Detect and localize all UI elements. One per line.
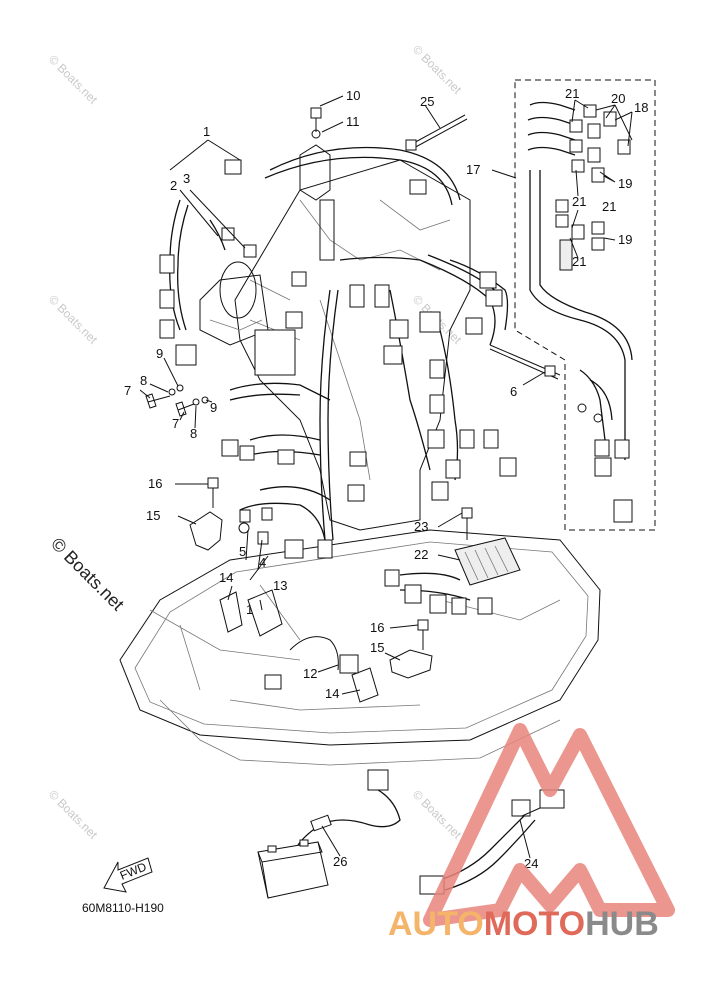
callout-15: 15 — [146, 508, 160, 523]
callout-21: 21 — [572, 194, 586, 209]
callout-25: 25 — [420, 94, 434, 109]
callout-18: 18 — [634, 100, 648, 115]
callout-21: 21 — [602, 199, 616, 214]
callout-7: 7 — [172, 416, 179, 431]
callout-9: 9 — [156, 346, 163, 361]
callout-23: 23 — [414, 519, 428, 534]
harness-connectors — [159, 159, 517, 559]
callout-13: 13 — [273, 578, 287, 593]
callout-16: 16 — [370, 620, 384, 635]
callout-1: 1 — [246, 602, 253, 617]
callout-22: 22 — [414, 547, 428, 562]
cable-ties — [405, 114, 561, 380]
small-parts — [189, 511, 433, 703]
callout-19: 19 — [618, 232, 632, 247]
callout-14: 14 — [219, 570, 233, 585]
fwd-arrow-icon: FWD — [103, 857, 153, 893]
bottom-cowling — [119, 529, 601, 766]
callout-21: 21 — [565, 86, 579, 101]
logo-text-auto: AUTO — [388, 905, 484, 943]
logo-mark-icon — [423, 723, 675, 927]
callout-16: 16 — [148, 476, 162, 491]
engine-block — [199, 159, 471, 531]
watermark: © Boats.net — [46, 787, 101, 842]
automotohub-logo: AUTOMOTOHUB — [388, 723, 675, 943]
watermark-large: © Boats.net — [47, 534, 128, 615]
callout-15: 15 — [370, 640, 384, 655]
callout-24: 24 — [524, 856, 538, 871]
watermarks: © Boats.net © Boats.net © Boats.net © Bo… — [46, 42, 465, 842]
callout-19: 19 — [618, 176, 632, 191]
watermark: © Boats.net — [46, 292, 101, 347]
callout-20: 20 — [611, 91, 625, 106]
logo-text-hub: HUB — [585, 905, 659, 943]
rectifier-regulator — [384, 537, 521, 615]
logo-text-moto: MOTO — [484, 905, 585, 943]
callout-3: 3 — [183, 171, 190, 186]
callout-14: 14 — [325, 686, 339, 701]
battery-cable — [257, 769, 401, 899]
watermark: © Boats.net — [410, 787, 465, 842]
callout-numbers: 1 1 2 3 4 5 6 7 7 8 8 9 9 10 11 12 13 14… — [124, 86, 648, 871]
callout-8: 8 — [190, 426, 197, 441]
callout-4: 4 — [259, 555, 266, 570]
watermark: © Boats.net — [46, 52, 101, 107]
callout-7: 7 — [124, 383, 131, 398]
callout-5: 5 — [239, 544, 246, 559]
callout-10: 10 — [346, 88, 360, 103]
callout-6: 6 — [510, 384, 517, 399]
extension-harness — [419, 789, 565, 895]
callout-26: 26 — [333, 854, 347, 869]
callout-11: 11 — [346, 114, 360, 129]
callout-21: 21 — [572, 254, 586, 269]
leader-lines — [139, 95, 633, 859]
watermark: © Boats.net — [410, 42, 465, 97]
callout-12: 12 — [303, 666, 317, 681]
callout-9: 9 — [210, 400, 217, 415]
part-code: 60M8110-H190 — [82, 901, 164, 915]
callout-17: 17 — [466, 162, 480, 177]
fasteners — [145, 107, 473, 650]
callout-2: 2 — [170, 178, 177, 193]
main-harness — [169, 146, 509, 541]
callout-8: 8 — [140, 373, 147, 388]
sub-lead-group — [514, 79, 656, 531]
svg-text:AUTOMOTOHUB: AUTOMOTOHUB — [388, 905, 659, 943]
callout-1: 1 — [203, 124, 210, 139]
